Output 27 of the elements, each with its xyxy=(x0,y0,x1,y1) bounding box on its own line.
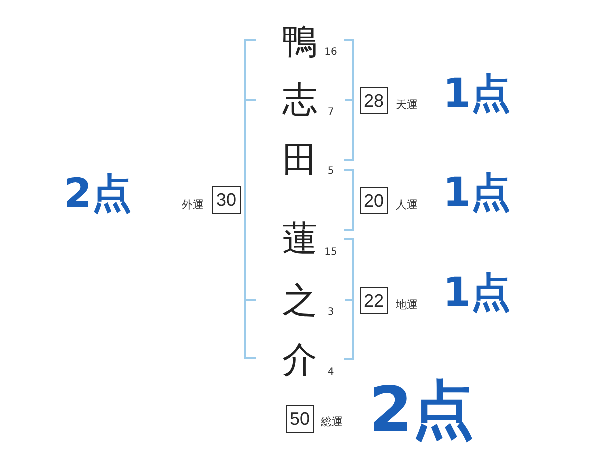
stroke-count: 5 xyxy=(328,167,334,177)
name-character: 田 xyxy=(282,144,318,178)
stroke-count: 15 xyxy=(324,248,338,258)
name-character: 之 xyxy=(282,284,318,320)
score-text: 1点 xyxy=(443,273,511,313)
stroke-count: 3 xyxy=(328,308,334,318)
fortune-label: 天運 xyxy=(396,100,418,110)
name-character: 介 xyxy=(282,344,318,378)
number-box: 30 xyxy=(212,186,241,214)
fortune-label: 地運 xyxy=(396,300,418,310)
score-text: 2点 xyxy=(64,174,132,214)
fortune-label: 外運 xyxy=(182,200,204,210)
score-text: 1点 xyxy=(443,173,511,213)
number-box: 22 xyxy=(360,287,388,314)
score-text: 2点 xyxy=(369,379,475,441)
fortune-label: 人運 xyxy=(396,200,418,210)
name-character: 志 xyxy=(282,84,318,118)
stroke-count: 7 xyxy=(328,108,334,118)
number-box: 28 xyxy=(360,87,388,114)
number-box: 50 xyxy=(286,405,314,433)
name-character: 蓮 xyxy=(282,222,318,258)
name-character: 鴨 xyxy=(282,26,318,60)
number-box: 20 xyxy=(360,187,388,214)
score-text: 1点 xyxy=(443,74,511,114)
stroke-count: 4 xyxy=(328,368,334,378)
fortune-label: 総運 xyxy=(321,416,343,428)
stroke-count: 16 xyxy=(324,48,338,58)
